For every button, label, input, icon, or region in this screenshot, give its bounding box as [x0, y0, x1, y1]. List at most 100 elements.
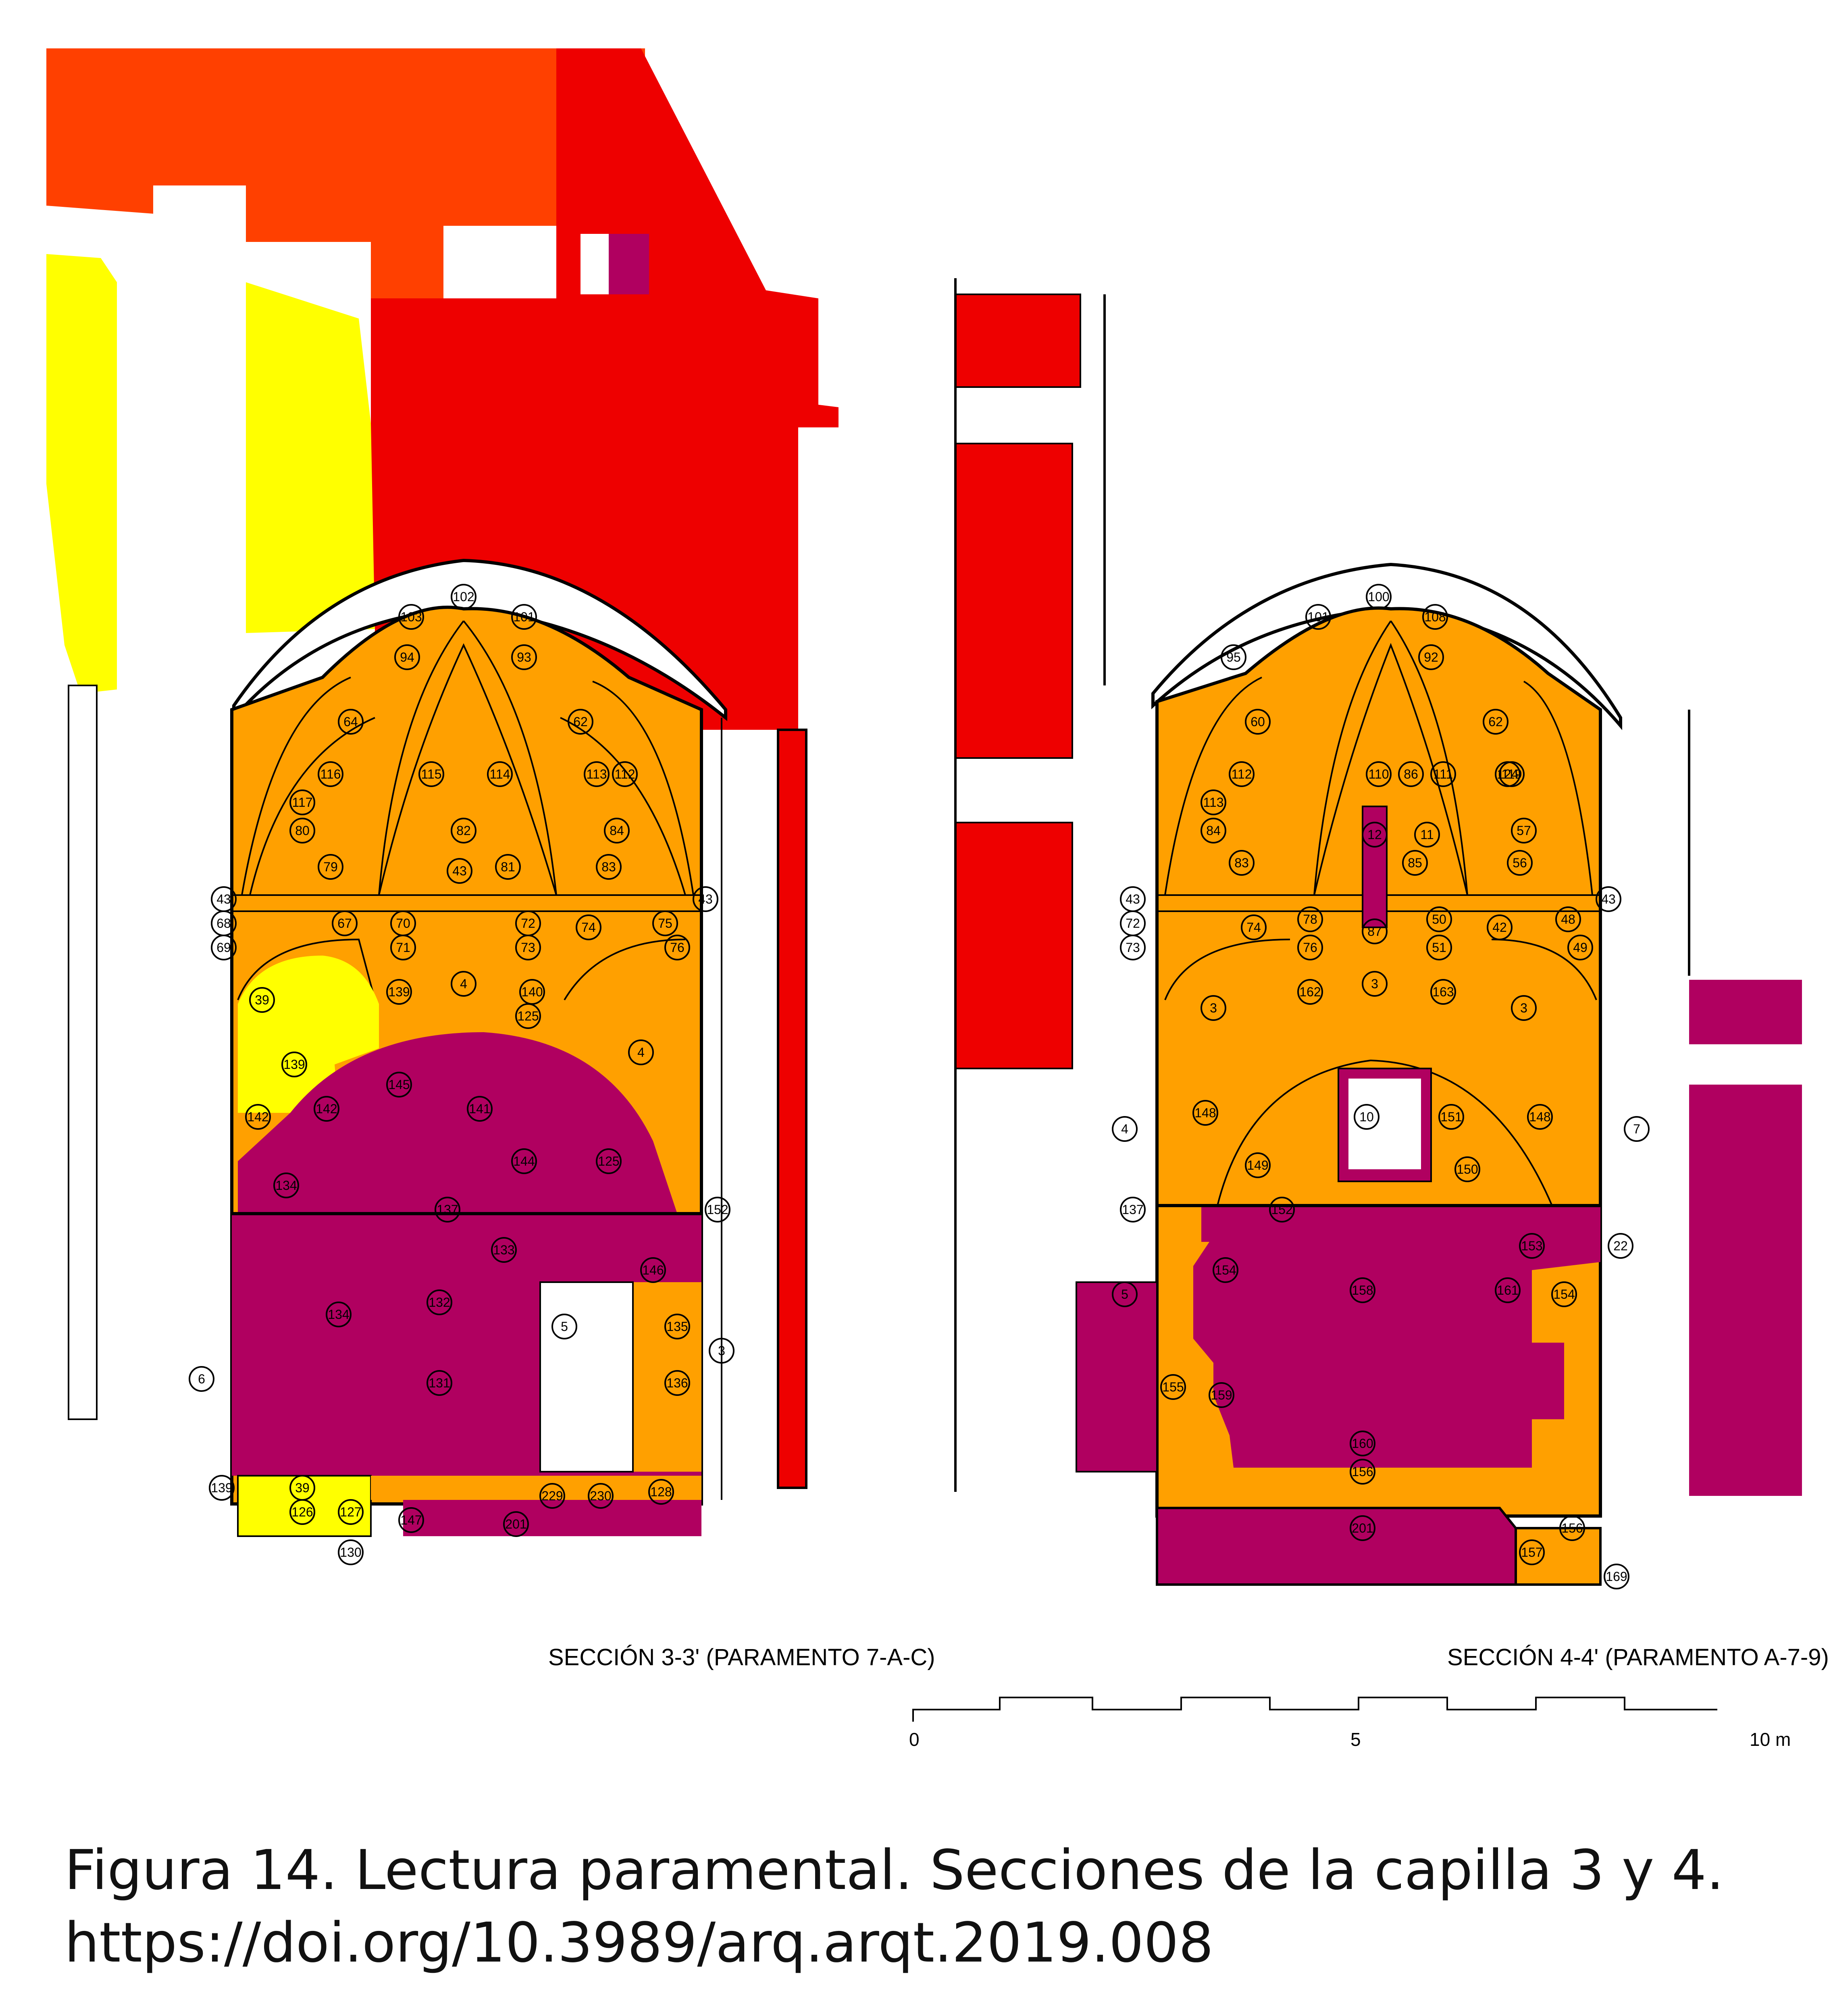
unit-label-left-114: 114	[487, 761, 513, 787]
unit-label-left-125: 125	[596, 1148, 622, 1174]
unit-label-left-39: 39	[249, 987, 275, 1013]
unit-label-right-154: 154	[1551, 1281, 1577, 1307]
unit-label-right-92: 92	[1418, 644, 1444, 670]
unit-label-text: 10	[1359, 1110, 1374, 1124]
unit-label-left-75: 75	[652, 910, 678, 936]
unit-label-right-124: 124	[1495, 761, 1521, 787]
unit-label-left-131: 131	[427, 1370, 452, 1396]
unit-label-left-64: 64	[338, 709, 364, 735]
unit-label-text: 146	[642, 1263, 664, 1277]
magenta-base-left	[403, 1500, 701, 1536]
orange-base-right	[1515, 1527, 1602, 1586]
unit-label-text: 69	[216, 940, 231, 955]
unit-label-text: 6	[198, 1372, 205, 1386]
unit-label-text: 116	[320, 767, 341, 781]
unit-label-text: 72	[521, 916, 535, 931]
unit-label-left-93: 93	[511, 644, 537, 670]
unit-label-left-79: 79	[318, 854, 343, 880]
section-title-right: SECCIÓN 4-4' (PARAMENTO A-7-9)	[1447, 1644, 1829, 1670]
unit-label-text: 113	[1203, 795, 1223, 810]
unit-label-right-201: 201	[1350, 1515, 1375, 1541]
scale-tick-0: 0	[909, 1729, 920, 1750]
unit-label-left-74: 74	[576, 914, 601, 940]
unit-label-text: 11	[1420, 827, 1434, 842]
unit-label-text: 74	[581, 920, 596, 935]
unit-label-text: 39	[255, 993, 269, 1007]
unit-label-text: 95	[1226, 650, 1241, 664]
unit-label-text: 137	[1122, 1202, 1143, 1217]
unit-label-left-4: 4	[451, 971, 476, 997]
unit-label-right-42: 42	[1487, 914, 1513, 940]
red-chimney-cap	[576, 206, 677, 234]
unit-label-text: 124	[1497, 767, 1518, 781]
unit-label-text: 151	[1440, 1110, 1462, 1124]
unit-label-text: 68	[216, 916, 231, 931]
unit-label-left-126: 126	[289, 1499, 315, 1525]
unit-label-right-11: 11	[1414, 822, 1440, 848]
unit-label-text: 48	[1561, 912, 1575, 927]
unit-label-text: 145	[388, 1077, 410, 1092]
scale-tick-5: 5	[1350, 1729, 1361, 1750]
unit-label-left-117: 117	[289, 789, 315, 815]
unit-label-text: 4	[637, 1045, 645, 1060]
unit-label-text: 139	[283, 1057, 305, 1072]
unit-label-right-5: 5	[1112, 1281, 1138, 1307]
unit-label-text: 154	[1215, 1263, 1236, 1277]
unit-label-left-142: 142	[245, 1104, 271, 1130]
orange-base	[371, 1476, 701, 1500]
unit-label-left-67: 67	[332, 910, 358, 936]
unit-label-text: 3	[1210, 1001, 1217, 1015]
figure-doi-link[interactable]: https://doi.org/10.3989/arq.arqt.2019.00…	[65, 1911, 1214, 1975]
unit-label-text: 76	[1303, 940, 1317, 955]
unit-label-right-156: 156	[1350, 1459, 1375, 1485]
red-cornice	[347, 298, 839, 427]
unit-label-right-3: 3	[1201, 995, 1226, 1021]
unit-label-left-69: 69	[211, 935, 237, 960]
red-block-2	[955, 443, 1073, 759]
unit-label-text: 5	[1121, 1287, 1128, 1302]
unit-label-right-155: 155	[1160, 1374, 1186, 1400]
unit-label-text: 60	[1250, 714, 1265, 729]
unit-label-text: 133	[493, 1243, 514, 1257]
unit-label-text: 51	[1432, 940, 1446, 955]
unit-label-text: 84	[610, 823, 624, 838]
unit-label-left-134: 134	[326, 1302, 352, 1327]
unit-label-text: 5	[561, 1319, 568, 1334]
unit-label-left-101: 101	[511, 604, 537, 630]
unit-label-right-74: 74	[1241, 914, 1267, 940]
unit-label-right-10: 10	[1354, 1104, 1379, 1130]
figure-caption: Figura 14. Lectura paramental. Secciones…	[65, 1839, 1724, 1902]
unit-label-text: 159	[1211, 1388, 1232, 1402]
unit-label-right-56: 56	[1507, 850, 1533, 876]
magenta-base-right	[1156, 1507, 1517, 1586]
unit-label-right-158: 158	[1350, 1277, 1375, 1303]
unit-label-left-144: 144	[511, 1148, 537, 1174]
unit-label-text: 229	[541, 1489, 563, 1503]
unit-label-text: 111	[1434, 767, 1453, 781]
unit-label-left-80: 80	[289, 818, 315, 843]
unit-label-right-48: 48	[1555, 906, 1581, 932]
unit-label-left-152: 152	[705, 1197, 730, 1223]
unit-label-text: 81	[501, 860, 515, 874]
window-niche	[1362, 806, 1388, 928]
unit-label-right-49: 49	[1567, 935, 1593, 960]
unit-label-right-159: 159	[1209, 1382, 1234, 1408]
unit-label-left-73: 73	[515, 935, 541, 960]
magenta-outer-3	[1689, 1085, 1802, 1496]
unit-label-text: 134	[275, 1178, 297, 1193]
unit-label-right-112: 112	[1229, 761, 1255, 787]
unit-label-right-85: 85	[1402, 850, 1428, 876]
unit-label-right-4: 4	[1112, 1116, 1138, 1142]
unit-label-text: 101	[513, 610, 535, 624]
unit-label-right-43: 43	[1596, 886, 1621, 912]
magenta-band-right	[1201, 1206, 1600, 1242]
unit-label-text: 4	[460, 977, 467, 991]
unit-label-left-6: 6	[189, 1366, 214, 1392]
unit-label-text: 87	[1367, 924, 1382, 939]
unit-label-left-139: 139	[386, 979, 412, 1005]
unit-label-text: 12	[1367, 827, 1382, 842]
unit-label-text: 112	[1231, 767, 1252, 781]
unit-label-text: 64	[343, 714, 358, 729]
unit-label-left-70: 70	[390, 910, 416, 936]
unit-label-left-112: 112	[612, 761, 638, 787]
